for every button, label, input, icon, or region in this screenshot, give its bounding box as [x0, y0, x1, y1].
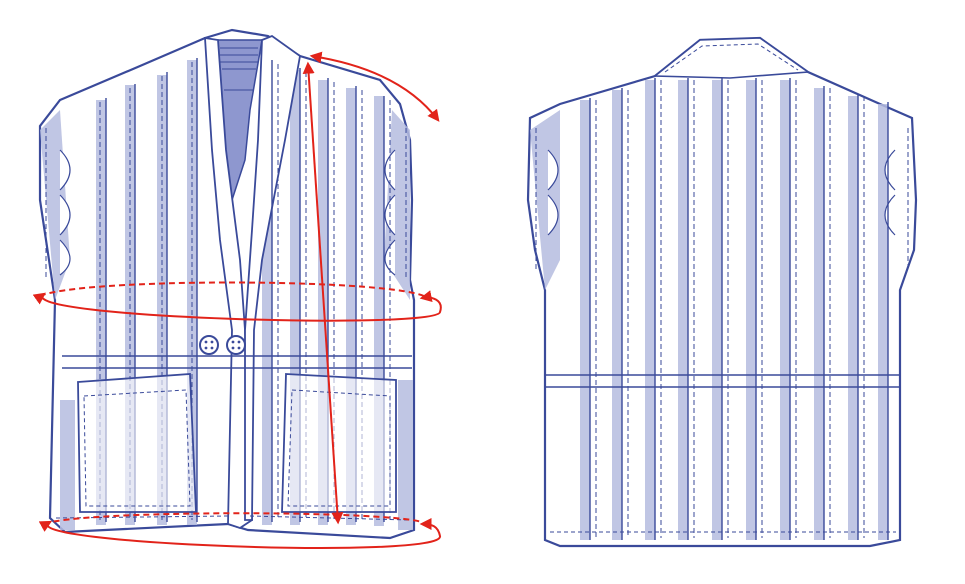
right-patch-pocket: [281, 373, 397, 513]
left-pocket-stitch: [83, 389, 191, 507]
back-waist-seam: [546, 374, 900, 388]
back-view: [526, 36, 918, 548]
button-right: [226, 335, 246, 355]
neck-rib-lines: [220, 47, 258, 91]
hem-loop-back: [38, 518, 442, 549]
front-waist-seam: [62, 355, 412, 369]
measurement-guides: [32, 51, 442, 549]
front-view: [32, 28, 442, 549]
left-patch-pocket: [77, 373, 197, 513]
button-left: [199, 335, 219, 355]
back-topstitch: [535, 80, 909, 538]
chest-loop-back: [32, 290, 442, 322]
right-pocket-stitch: [287, 389, 391, 507]
shoulder-length-arc: [309, 51, 440, 122]
front-collar-band-right: [244, 34, 301, 521]
back-collar: [652, 37, 811, 79]
back-quilt-seams: [589, 78, 889, 540]
chest-loop-front: [39, 281, 425, 297]
back-quilt-shading: [530, 80, 888, 540]
back-collar-stitch: [664, 43, 799, 73]
front-armhole-puffs: [59, 149, 396, 276]
